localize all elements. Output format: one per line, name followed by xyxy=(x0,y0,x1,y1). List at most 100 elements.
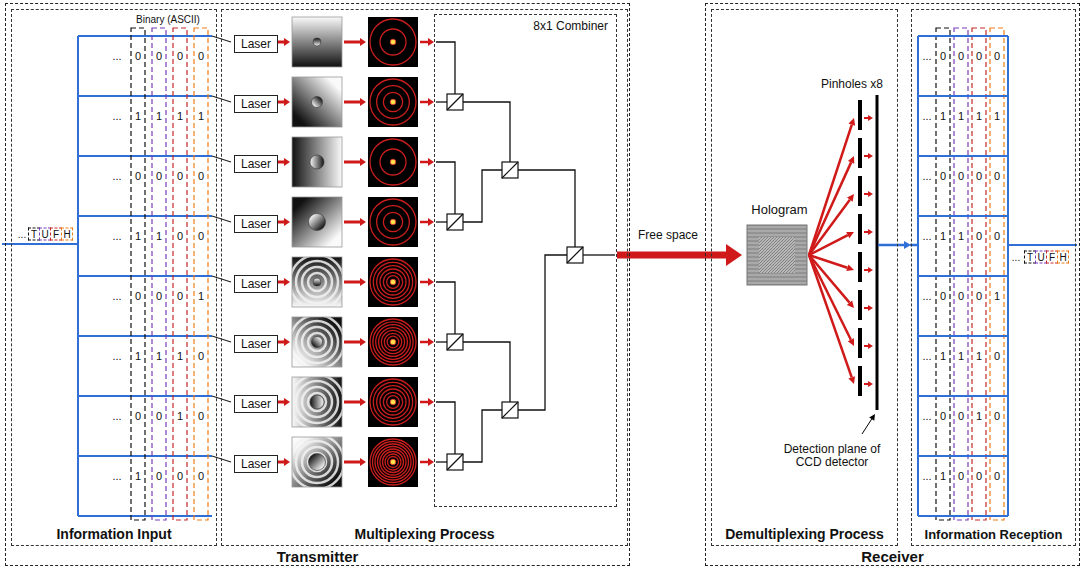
encoding-label: Binary (ASCII) xyxy=(136,14,200,25)
bit-value: 1 xyxy=(976,350,982,362)
beam-ring xyxy=(387,336,399,348)
phase-mask-ground xyxy=(292,17,342,67)
phase-vortex xyxy=(313,278,321,286)
bit-value: 0 xyxy=(994,470,1000,482)
beam-core xyxy=(390,159,396,165)
bit-value: 0 xyxy=(156,170,162,182)
bit-column xyxy=(173,28,187,520)
beam-arrow xyxy=(420,281,428,284)
bit-value: 1 xyxy=(177,110,183,122)
beam-path xyxy=(436,221,447,222)
system-panel-label: Transmitter xyxy=(277,548,359,565)
beam-arrow xyxy=(809,125,852,255)
bit-value: 1 xyxy=(156,230,162,242)
beam-ring xyxy=(379,328,408,357)
beam-ring xyxy=(377,206,410,239)
phase-ring xyxy=(308,273,326,291)
channel-line xyxy=(918,455,1008,457)
beam-splitter-diagonal xyxy=(447,334,463,350)
bit-value: 1 xyxy=(135,470,141,482)
bit-value: 1 xyxy=(940,230,946,242)
bit-value: 0 xyxy=(940,410,946,422)
channel-line xyxy=(918,215,1008,217)
beam-arrow-head xyxy=(848,376,855,384)
beam-ring xyxy=(380,449,406,475)
beam-ring xyxy=(373,442,414,483)
beam-ring xyxy=(370,19,416,65)
beam-arrow-head xyxy=(847,194,854,202)
beam-arrow-head xyxy=(848,338,854,346)
beam-path xyxy=(436,282,455,334)
laser-box-label: Laser xyxy=(241,217,271,231)
beam-ring xyxy=(370,199,416,245)
phase-mask xyxy=(292,77,342,127)
phase-mask xyxy=(292,17,342,67)
phase-vortex xyxy=(312,97,323,108)
phase-mask-frame xyxy=(292,197,342,247)
laser-box-label: Laser xyxy=(241,157,271,171)
laser-box: Laser xyxy=(234,215,278,233)
bit-value: 0 xyxy=(958,410,964,422)
beam-splitter-diagonal xyxy=(447,214,463,230)
beam-path xyxy=(436,101,447,102)
phase-mask-frame xyxy=(292,17,342,67)
beam-ring xyxy=(375,444,411,480)
beam-arrow xyxy=(344,41,360,44)
beam-core xyxy=(390,99,396,105)
beam-arrow-head xyxy=(360,218,366,226)
output-line xyxy=(878,244,897,247)
beam-arrow xyxy=(420,401,428,404)
bit-value: 1 xyxy=(156,110,162,122)
beam-arrow xyxy=(864,269,868,271)
bit-column xyxy=(972,28,986,520)
beam-path xyxy=(436,461,447,462)
ellipsis: ... xyxy=(112,290,121,302)
channel-line xyxy=(78,515,212,517)
beam-arrow xyxy=(278,221,284,224)
beam-core xyxy=(390,219,396,225)
beam-arrow-head xyxy=(284,218,290,226)
beam-arrow xyxy=(344,461,360,464)
beam-splitter-diagonal xyxy=(502,402,518,418)
section-box-label: Demultiplexing Process xyxy=(725,526,884,542)
beam-arrow xyxy=(344,401,360,404)
beam-arrow xyxy=(420,41,428,44)
bit-column xyxy=(152,28,166,520)
beam-arrow-head xyxy=(284,458,290,466)
bit-value: 1 xyxy=(198,290,204,302)
phase-ring xyxy=(308,333,326,351)
phase-mask-ground xyxy=(292,377,342,427)
beam-profile xyxy=(368,77,418,127)
combiner-box-label: 8x1 Combiner xyxy=(533,19,608,33)
bit-value: 0 xyxy=(177,50,183,62)
bit-value: 1 xyxy=(976,410,982,422)
ellipsis: ... xyxy=(922,290,931,302)
beam-arrow-head xyxy=(360,338,366,346)
channel-line xyxy=(918,155,1008,157)
beam-arrow-head xyxy=(360,158,366,166)
ellipsis: ... xyxy=(922,110,931,122)
beam-arrow xyxy=(344,281,360,284)
beam-profile xyxy=(368,377,418,427)
beam-arrow-head xyxy=(284,278,290,286)
bit-value: 0 xyxy=(994,50,1000,62)
laser-box: Laser xyxy=(234,155,278,173)
ellipsis: ... xyxy=(112,230,121,242)
hologram-label: Hologram xyxy=(751,202,807,217)
beam-ring xyxy=(380,269,406,295)
beam-profile xyxy=(368,317,418,367)
hologram-image xyxy=(759,237,795,273)
beam-arrow-head xyxy=(848,118,855,126)
beam-splitter xyxy=(447,334,463,350)
beam-ring xyxy=(370,259,416,305)
channel-line xyxy=(78,395,212,397)
beam-arrow xyxy=(344,101,360,104)
system-panel-label: Receiver xyxy=(861,548,924,565)
bit-value: 0 xyxy=(940,50,946,62)
input-line xyxy=(2,243,78,245)
phase-mask-frame xyxy=(292,77,342,127)
phase-vortex xyxy=(309,454,326,471)
bit-value: 0 xyxy=(958,290,964,302)
channel-line xyxy=(918,515,1008,517)
